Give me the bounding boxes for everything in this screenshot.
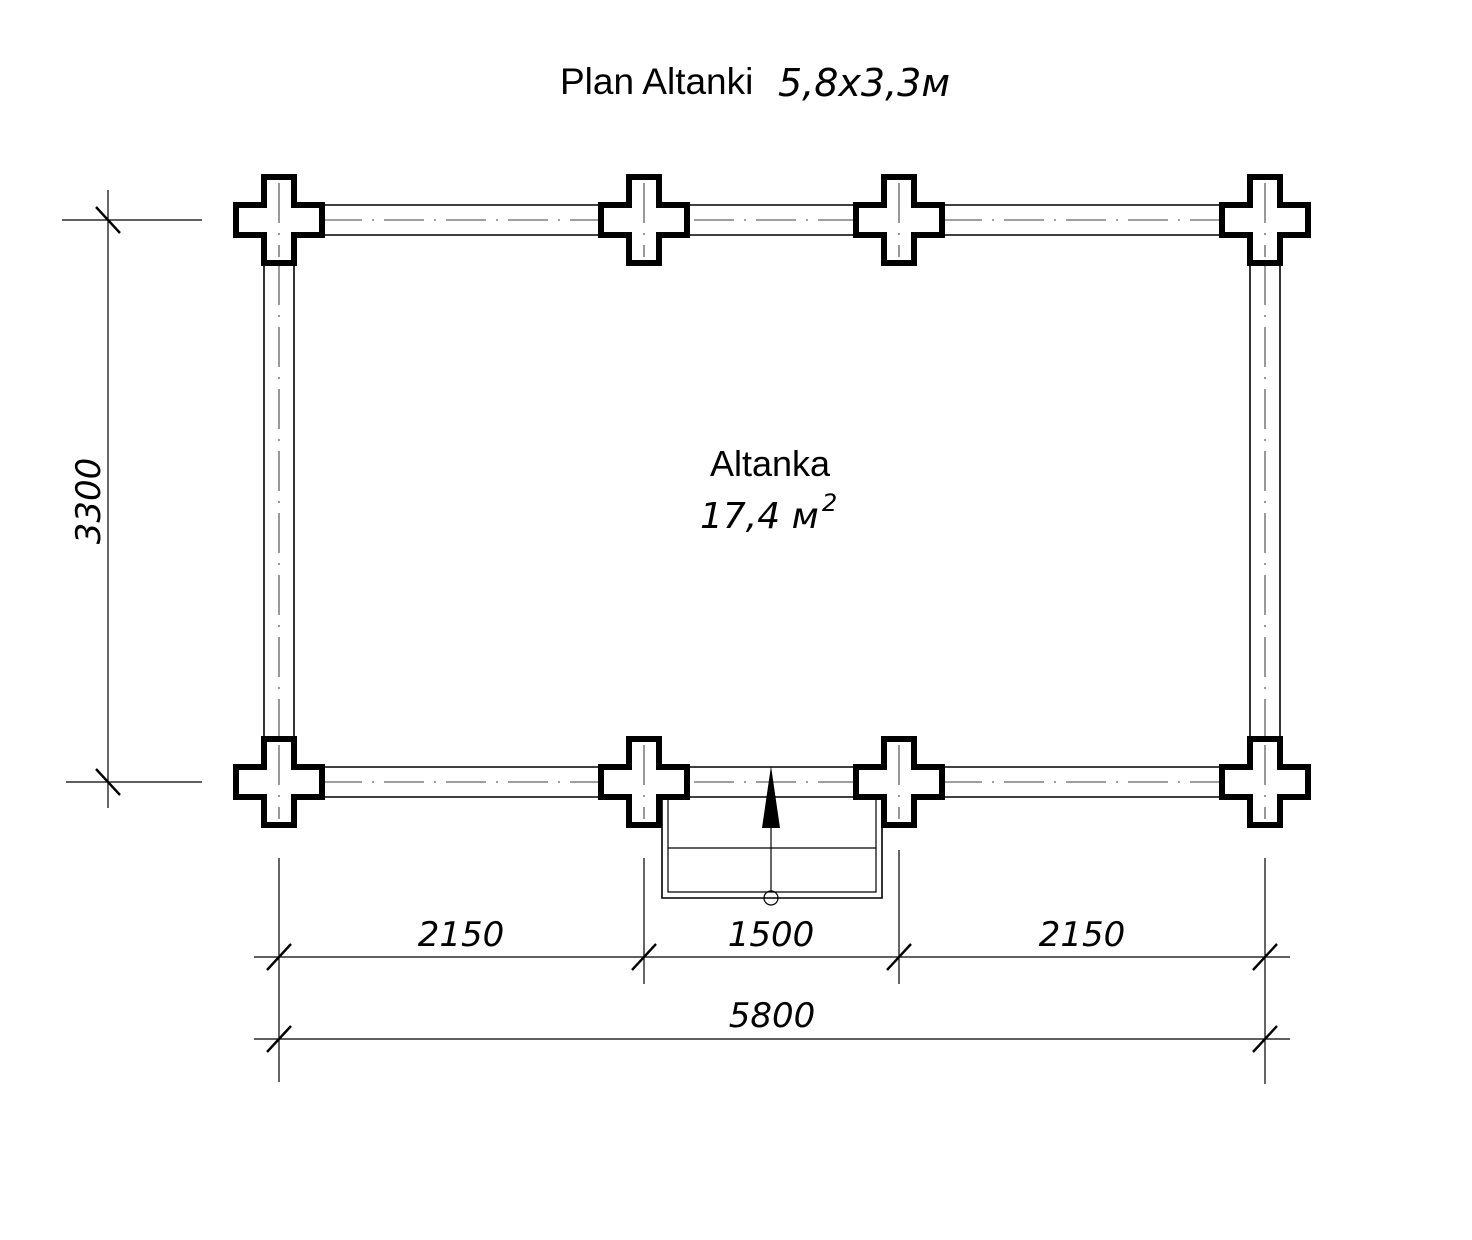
dimension-segment-2: 1500 (728, 915, 815, 955)
dimension-segment-1: 2150 (418, 915, 505, 955)
dimension-total-width: 5800 (729, 996, 816, 1036)
posts (233, 174, 1311, 828)
entrance-arrow-icon (762, 766, 780, 828)
room-name: Altanka (710, 443, 831, 484)
dimension-segment-3: 2150 (1039, 915, 1126, 955)
dimension-height-label: 3300 (69, 458, 109, 545)
plan-title: Plan Altanki (560, 61, 753, 102)
plan-size-label: 5,8x3,3м (778, 61, 950, 105)
room-area: 17,4 м (700, 496, 819, 537)
dimension-height: 3300 (62, 190, 202, 808)
dimension-bottom: 2150 1500 2150 5800 (254, 850, 1290, 1084)
room-area-unit-superscript: 2 (822, 489, 837, 517)
entrance-step (661, 766, 883, 906)
